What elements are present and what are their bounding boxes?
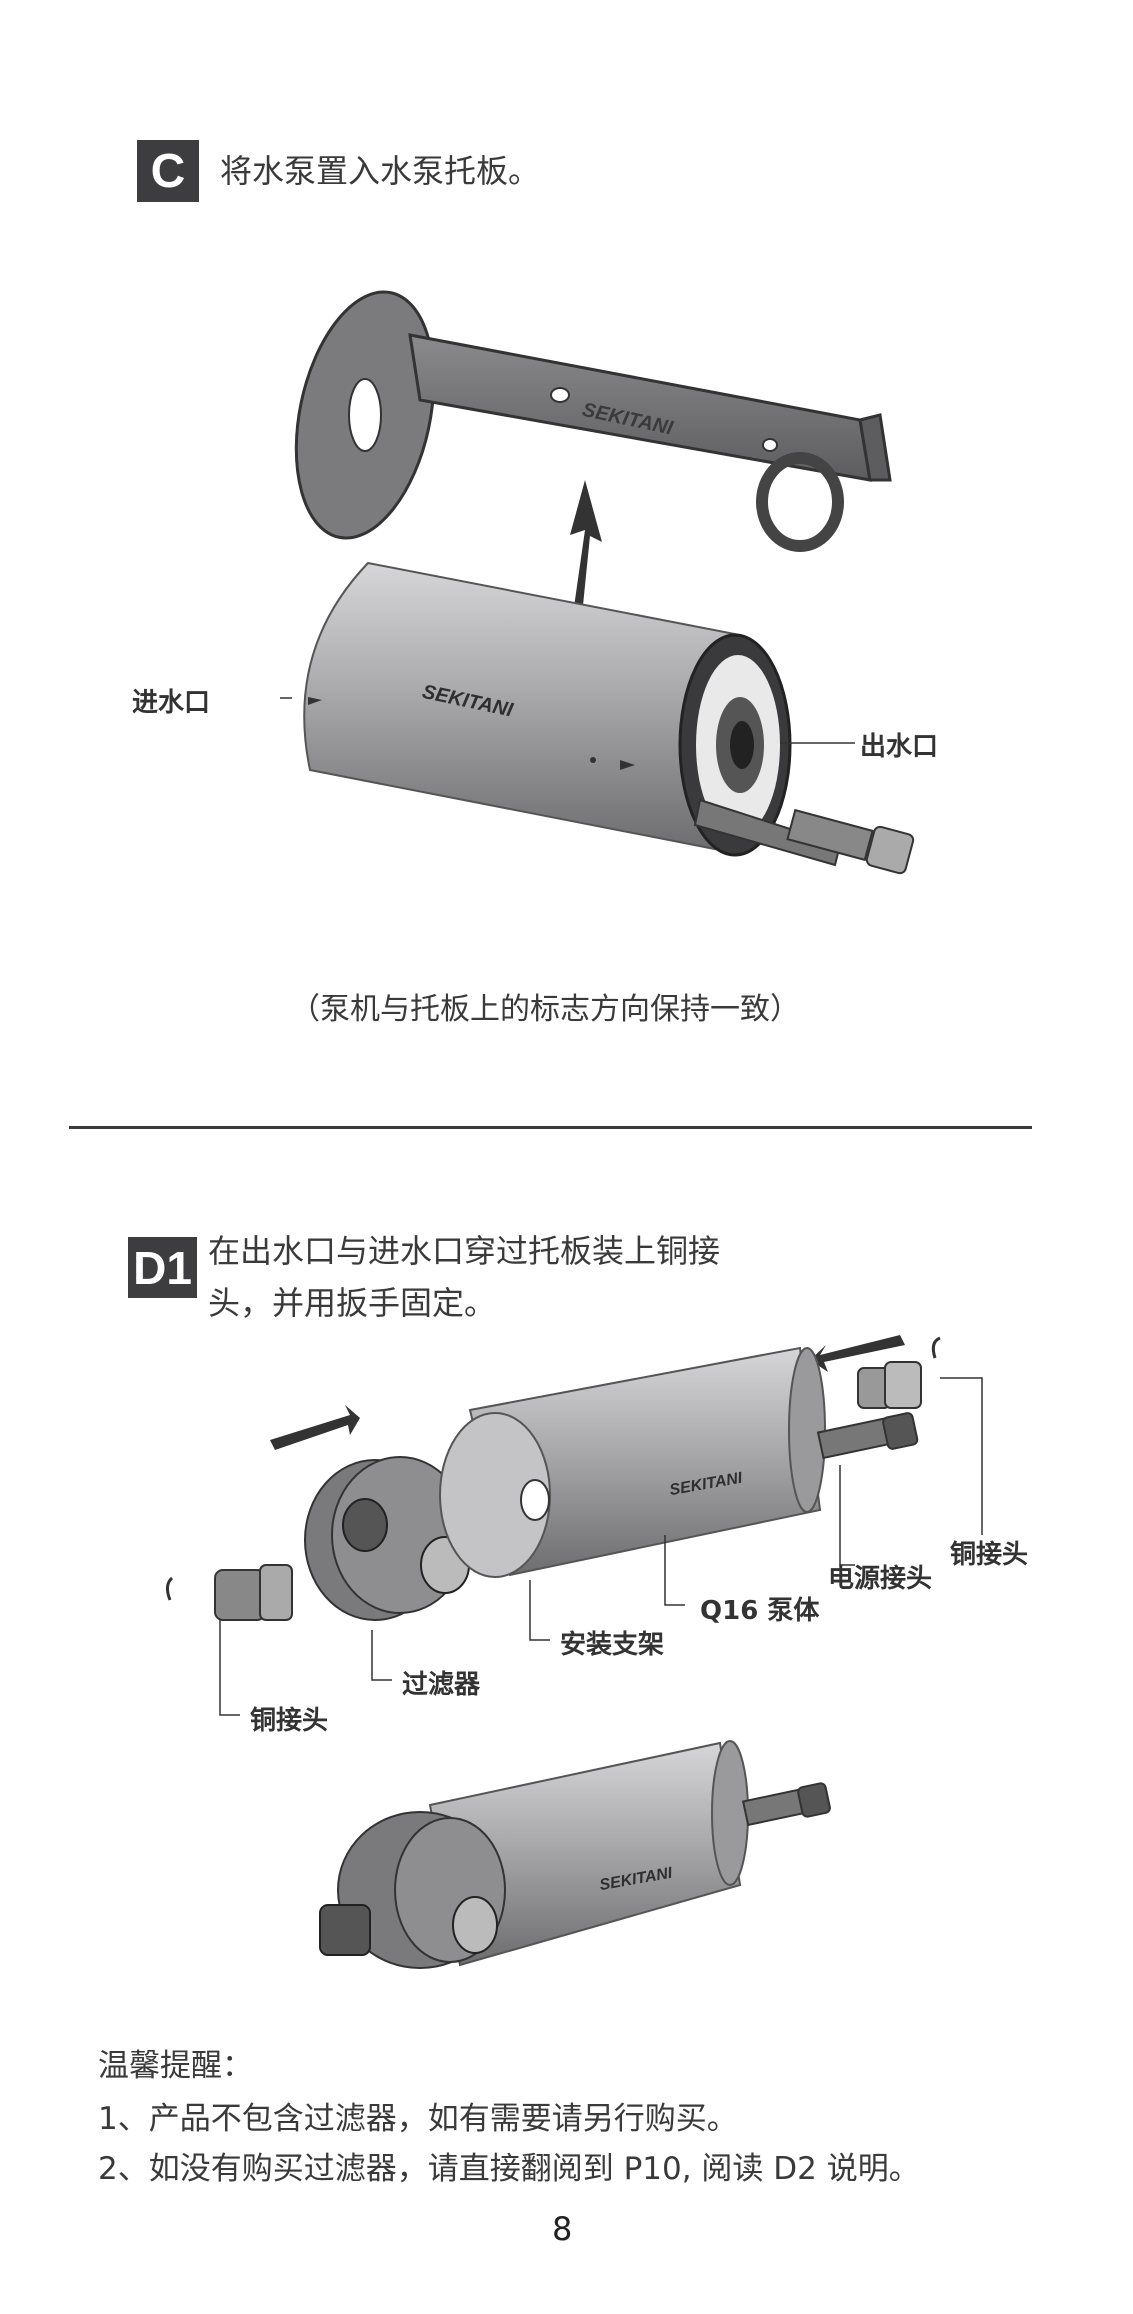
section-divider (69, 1126, 1032, 1129)
pump-body-label: Q16 泵体 (700, 1596, 820, 1626)
power-connector-label: 电源接头 (828, 1564, 933, 1594)
bracket-and-pump-illustration: SEKITANI SEKITANI (280, 290, 915, 875)
exploded-assembly-illustration: SEKITANI (165, 1335, 983, 1716)
page-number: 8 (552, 2210, 573, 2248)
orientation-caption: （泵机与托板上的标志方向保持一致） (290, 992, 800, 1027)
step-d1-instruction-line1: 在出水口与进水口穿过托板装上铜接 (208, 1232, 721, 1270)
step-c-badge: C (137, 140, 199, 202)
step-d1-badge: D1 (128, 1237, 197, 1298)
rotate-arrow-icon-left (165, 1576, 174, 1601)
inlet-label: 进水口 (132, 688, 211, 718)
up-arrow-icon (570, 480, 602, 635)
note-item: 2、如没有购买过滤器，请直接翻阅到 P10, 阅读 D2 说明。 (98, 2151, 920, 2187)
outlet-label: 出水口 (860, 732, 939, 762)
copper-fitting-left-label: 铜接头 (250, 1706, 329, 1736)
copper-fitting-right (857, 1361, 922, 1409)
step-d1-instruction-line2: 头，并用扳手固定。 (208, 1284, 497, 1322)
arrow-left-icon (810, 1335, 905, 1372)
notes-title: 温馨提醒： (98, 2048, 253, 2084)
copper-fitting-left (214, 1564, 293, 1621)
pump-with-bracket: SEKITANI (439, 1346, 919, 1578)
bracket: SEKITANI (294, 290, 892, 552)
assembled-pump-illustration: SEKITANI (319, 1740, 831, 1969)
rotate-arrow-icon-right (931, 1336, 941, 1359)
pump-body: SEKITANI (303, 561, 915, 875)
copper-fitting-right-label: 铜接头 (950, 1540, 1029, 1570)
mounting-bracket-label: 安装支架 (560, 1630, 665, 1660)
filter (304, 1456, 470, 1621)
filter-label: 过滤器 (402, 1670, 481, 1700)
step-c-instruction: 将水泵置入水泵托板。 (220, 152, 541, 190)
arrow-right-icon (270, 1405, 360, 1450)
note-item: 1、产品不包含过滤器，如有需要请另行购买。 (98, 2101, 738, 2137)
